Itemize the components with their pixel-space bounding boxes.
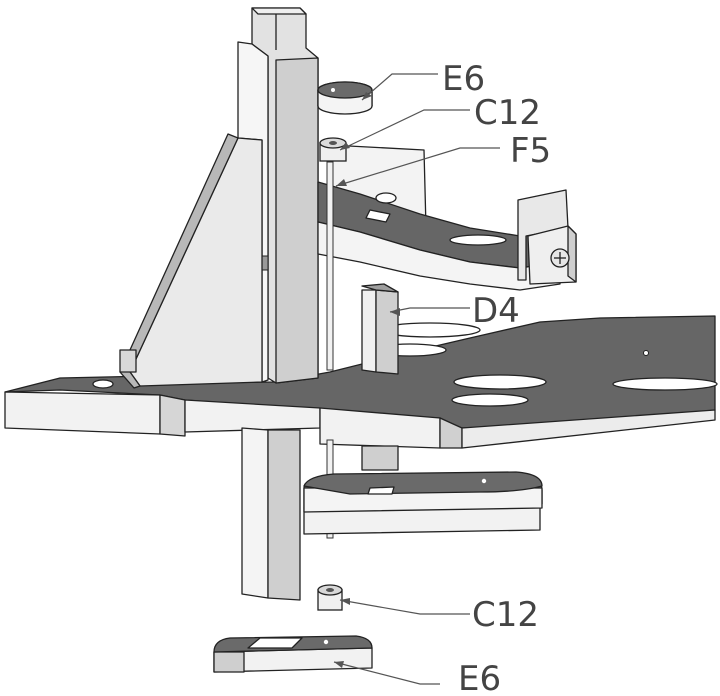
leader-c12-bottom <box>339 599 470 615</box>
label-c12-top: C12 <box>474 93 541 133</box>
main-plate <box>4 315 718 449</box>
leader-e6-bottom <box>333 661 440 685</box>
leader-d4 <box>389 307 470 313</box>
washer-e6-bottom <box>213 635 373 673</box>
plate-slot-5 <box>612 377 718 391</box>
plate-slot-3 <box>453 374 547 390</box>
leader-lines <box>333 73 500 685</box>
leader-f5 <box>335 147 500 187</box>
plate-slot-4 <box>451 393 529 407</box>
leader-e6-top <box>361 73 438 101</box>
washer-e6-top <box>317 81 373 115</box>
label-e6-top: E6 <box>442 59 485 99</box>
lower-blocks <box>303 471 543 535</box>
label-d4: D4 <box>472 291 520 331</box>
vertical-post-upper <box>237 7 319 384</box>
label-f5: F5 <box>510 131 551 171</box>
vertical-post-lower <box>241 427 301 601</box>
plate-hole-left <box>92 379 114 389</box>
spacer-c12-top <box>319 137 347 162</box>
label-c12-bottom: C12 <box>472 595 539 635</box>
plate-hole-small <box>643 350 649 356</box>
spacer-c12-bottom <box>317 584 343 611</box>
upper-bracket <box>317 144 577 291</box>
leader-c12-top <box>339 109 470 151</box>
gusset <box>119 133 263 389</box>
label-e6-bottom: E6 <box>458 659 501 696</box>
